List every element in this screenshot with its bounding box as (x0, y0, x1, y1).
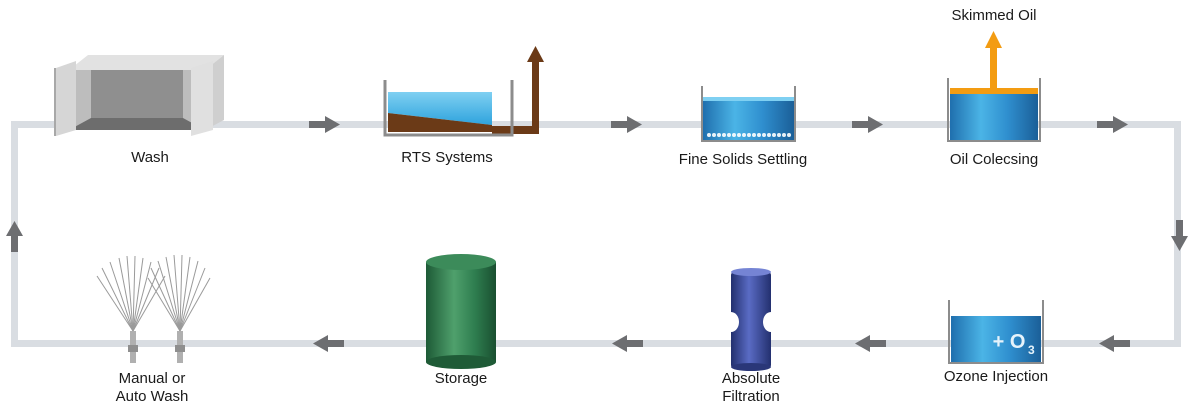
flow-arrow-left-icon (612, 335, 643, 352)
ozone-formula: + O (993, 331, 1026, 353)
ozone-tank-icon: + O 3 (948, 300, 1044, 364)
flow-arrow-down-icon (1171, 220, 1188, 251)
skimmed-oil-arrow-icon (985, 31, 1002, 48)
storage-tank-icon (426, 254, 496, 369)
label-absolute-filtration-line1: Absolute (722, 370, 780, 387)
label-ozone-injection: Ozone Injection (944, 368, 1048, 385)
flow-arrow-up-icon (6, 221, 23, 252)
rts-tank-icon (383, 46, 544, 137)
wash-booth-icon (54, 55, 224, 136)
ozone-formula-subscript: 3 (1028, 343, 1035, 357)
label-oil-colecsing: Oil Colecsing (950, 151, 1038, 168)
label-fine-solids-settling: Fine Solids Settling (679, 151, 807, 168)
flow-arrow-left-icon (855, 335, 886, 352)
discharge-arrow-icon (527, 46, 544, 62)
flow-arrow-left-icon (313, 335, 344, 352)
label-skimmed-oil: Skimmed Oil (951, 7, 1036, 24)
settling-tank-icon (701, 86, 796, 142)
label-wash: Wash (131, 149, 169, 166)
label-storage: Storage (435, 370, 488, 387)
flow-arrow-right-icon (309, 116, 340, 133)
oil-tank-icon (947, 31, 1041, 142)
flow-arrows (6, 116, 1188, 352)
flow-arrow-right-icon (852, 116, 883, 133)
label-manual-auto-wash-line2: Auto Wash (116, 388, 189, 405)
flow-arrow-right-icon (611, 116, 642, 133)
flow-arrow-left-icon (1099, 335, 1130, 352)
sediment-particles (707, 133, 791, 137)
flow-arrow-right-icon (1097, 116, 1128, 133)
label-absolute-filtration-line2: Filtration (722, 388, 780, 405)
spray-nozzles-icon (96, 254, 211, 363)
label-rts-systems: RTS Systems (401, 149, 492, 166)
filter-cartridge-icon (731, 268, 771, 371)
label-manual-auto-wash-line1: Manual or (119, 370, 186, 387)
